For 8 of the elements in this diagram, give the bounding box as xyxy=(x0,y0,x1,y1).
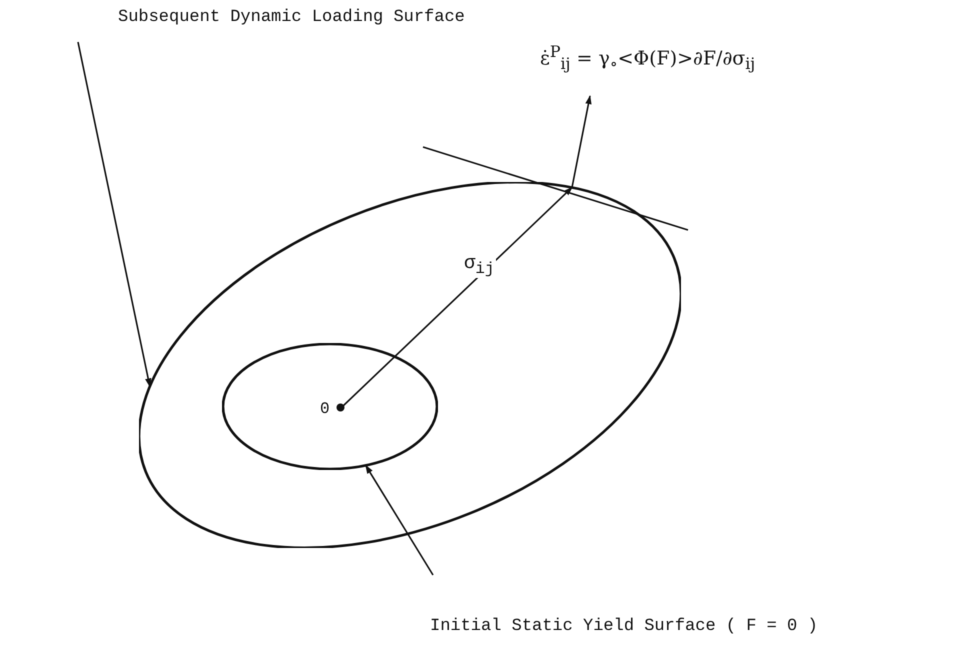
surface-label: Subsequent Dynamic Loading Surface xyxy=(118,8,465,27)
leader-line xyxy=(365,464,434,576)
leader-line xyxy=(77,42,152,388)
arrow xyxy=(571,95,592,188)
arrow xyxy=(342,186,573,407)
origin-label: 0 xyxy=(320,400,330,418)
surface-label: Initial Static Yield Surface ( F = 0 ) xyxy=(430,617,818,636)
flow-rule-formula: ε̇$^{P}$$_{ij}$ = γ$_{∘}$<Φ(F)>∂F/∂σ$_{ij}$ xyxy=(540,42,756,74)
